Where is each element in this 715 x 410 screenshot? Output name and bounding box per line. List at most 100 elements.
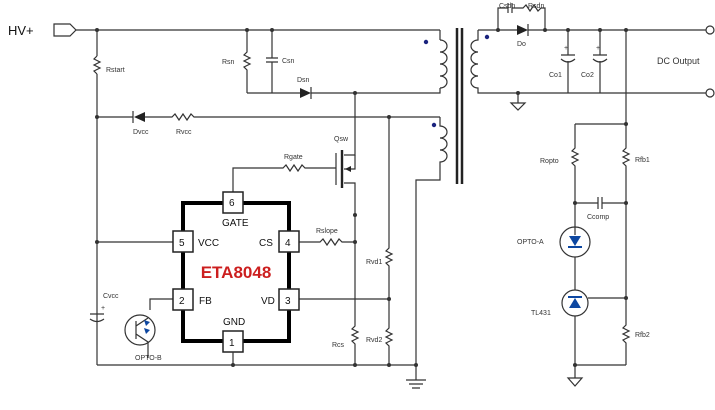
co2-label: Co2 xyxy=(581,72,594,79)
feedback-ground-symbol xyxy=(566,365,584,387)
rvd1-label: Rvd1 xyxy=(366,259,382,266)
do-diode xyxy=(517,25,528,35)
rvcc-label: Rvcc xyxy=(176,129,192,136)
csdn-label: Csdn xyxy=(499,3,515,10)
wire xyxy=(344,145,356,156)
opto-b-light-arrows xyxy=(144,320,150,334)
opto-a-label: OPTO-A xyxy=(517,239,544,246)
pin-4-number: 4 xyxy=(285,238,291,249)
polarity-dot xyxy=(484,34,490,40)
polarity-dot xyxy=(423,39,429,45)
aux-winding xyxy=(415,117,448,380)
ccomp-capacitor xyxy=(575,197,626,209)
pin-3-label: VD xyxy=(261,296,275,307)
rfb1-label: Rfb1 xyxy=(635,157,650,164)
dc-output-label: DC Output xyxy=(657,56,700,66)
junction xyxy=(387,297,391,301)
rgate-resistor xyxy=(232,163,336,192)
wire xyxy=(310,87,355,99)
primary-ground-symbol xyxy=(406,379,426,389)
ccomp-label: Ccomp xyxy=(587,214,609,221)
qsw-label: Qsw xyxy=(334,136,349,143)
rsdn-label: Rsdn xyxy=(528,3,544,10)
pin-6-label: GATE xyxy=(222,218,249,229)
pin-1-number: 1 xyxy=(229,338,235,349)
cvcc-plus: + xyxy=(101,305,105,312)
rslope-resistor xyxy=(299,237,355,247)
rstart-label: Rstart xyxy=(106,67,125,74)
pin-3-number: 3 xyxy=(285,296,291,307)
rvd2-label: Rvd2 xyxy=(366,337,382,344)
output-terminal-negative xyxy=(705,88,715,98)
ic-part-number: ETA8048 xyxy=(201,263,272,282)
pin-2-number: 2 xyxy=(179,296,185,307)
wire xyxy=(527,24,708,36)
pin-2-box xyxy=(172,288,194,311)
hv-input-terminal xyxy=(53,23,77,37)
ropto-resistor xyxy=(570,124,580,235)
opto-b-transistor-leads xyxy=(135,317,149,358)
opto-b-transistor xyxy=(124,314,156,346)
pin-5-number: 5 xyxy=(179,238,185,249)
pin-4-box xyxy=(278,230,300,253)
junction xyxy=(624,201,628,205)
output-terminal-positive xyxy=(705,25,715,35)
csn-capacitor xyxy=(266,30,278,93)
wire xyxy=(355,88,441,94)
dvcc-diode xyxy=(134,112,145,122)
ic-body xyxy=(181,201,291,343)
dvcc-label: Dvcc xyxy=(133,129,149,136)
csn-label: Csn xyxy=(282,58,295,65)
co1-capacitor xyxy=(560,30,576,93)
opto-b-label: OPTO-B xyxy=(135,355,162,362)
junction xyxy=(353,363,357,367)
rsn-resistor xyxy=(242,30,252,93)
rcs-label: Rcs xyxy=(332,342,345,349)
polarity-dot xyxy=(431,122,437,128)
tl431-triangle xyxy=(569,298,581,308)
dsn-diode xyxy=(300,88,311,98)
pin-6-number: 6 xyxy=(229,198,235,209)
junction xyxy=(414,363,418,367)
co1-plus: + xyxy=(564,45,568,52)
junction xyxy=(387,363,391,367)
qsw-terminals xyxy=(344,155,356,215)
rvcc-resistor xyxy=(145,112,440,122)
co2-capacitor xyxy=(592,30,608,93)
junction xyxy=(516,91,520,95)
pin-5-box xyxy=(172,230,194,253)
rstart-resistor xyxy=(92,55,102,75)
rfb1-rfb2-resistors xyxy=(621,124,631,365)
ropto-label: Ropto xyxy=(540,158,559,165)
qsw-arrow xyxy=(345,166,351,172)
pin-5-label: VCC xyxy=(198,238,219,249)
rsn-label: Rsn xyxy=(222,59,235,66)
do-label: Do xyxy=(517,41,526,48)
primary-winding xyxy=(439,39,448,89)
rcs-resistor xyxy=(350,215,360,365)
rfb2-label: Rfb2 xyxy=(635,332,650,339)
rgate-label: Rgate xyxy=(284,154,303,161)
pin-4-label: CS xyxy=(259,238,273,249)
pin-3-box xyxy=(278,288,300,311)
pin-2-label: FB xyxy=(199,296,212,307)
hv-input-label: HV+ xyxy=(8,23,34,38)
cvcc-label: Cvcc xyxy=(103,293,119,300)
fb-wire xyxy=(149,298,173,310)
cvcc-capacitor xyxy=(89,313,105,323)
rslope-label: Rslope xyxy=(316,228,338,235)
secondary-ground-symbol xyxy=(509,93,527,111)
junction xyxy=(353,240,357,244)
rvd1-rvd2-resistors xyxy=(384,117,394,365)
csdn-rsdn-snubber xyxy=(497,3,546,30)
wire xyxy=(574,316,626,366)
co2-plus: + xyxy=(596,45,600,52)
secondary-winding xyxy=(470,30,708,94)
co1-label: Co1 xyxy=(549,72,562,79)
tl431-label: TL431 xyxy=(531,310,551,317)
opto-a-led-triangle xyxy=(569,236,581,246)
pin-1-label: GND xyxy=(223,317,245,328)
pin-6-box xyxy=(222,191,244,214)
